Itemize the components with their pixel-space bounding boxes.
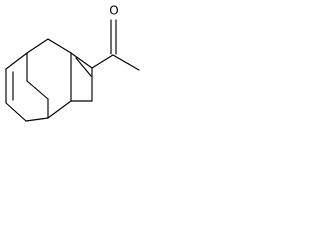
oxygen-atom-label: O [109, 4, 118, 18]
bond-bottom-right [47, 100, 72, 119]
chemical-structure-diagram: O [0, 0, 146, 134]
bond-right-double-2 [75, 57, 92, 77]
bond-bottom-left [25, 117, 49, 122]
molecule-drawing: O [5, 4, 140, 122]
bond-left-ring-outer [5, 52, 28, 70]
bond-inner-bridge [26, 80, 49, 100]
bond-top-bridge-left [26, 38, 49, 54]
bond-methyl [112, 54, 140, 71]
bond-to-carbonyl [91, 54, 114, 69]
bond-left-ring-lower [5, 102, 27, 122]
bond-top-bridge-right [47, 38, 72, 54]
bond-right-double-1 [70, 52, 93, 69]
